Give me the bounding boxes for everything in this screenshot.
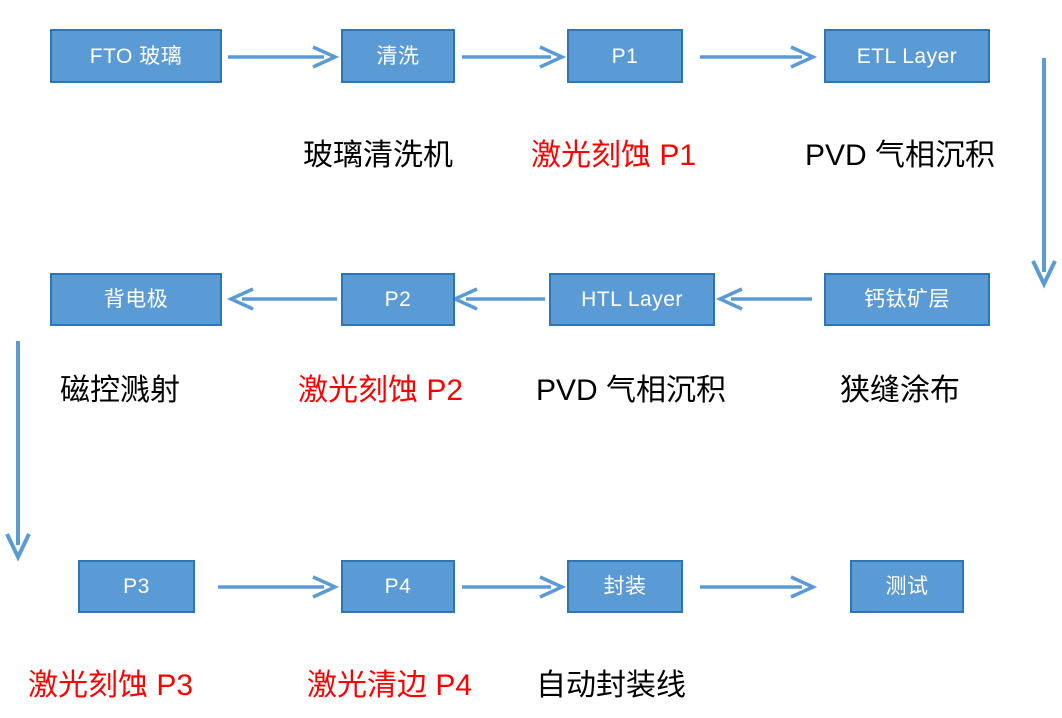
- node-p1[interactable]: P1: [567, 29, 683, 83]
- arrow-p2-to-back-electrode: [226, 287, 337, 311]
- caption-magnetron-sputtering: 磁控溅射: [60, 374, 180, 407]
- node-testing[interactable]: 测试: [850, 560, 964, 613]
- arrow-htl-to-p2: [450, 287, 545, 311]
- arrow-encapsulation-to-test: [700, 575, 818, 599]
- node-p2[interactable]: P2: [341, 273, 455, 326]
- node-perovskite-layer[interactable]: 钙钛矿层: [824, 273, 990, 326]
- arrow-perovskite-to-htl: [715, 287, 812, 311]
- node-cleaning[interactable]: 清洗: [341, 29, 455, 83]
- node-encapsulation[interactable]: 封装: [567, 560, 683, 613]
- caption-laser-edge-p4: 激光清边 P4: [307, 669, 473, 702]
- caption-pvd-1: PVD 气相沉积: [805, 139, 996, 172]
- caption-pvd-2: PVD 气相沉积: [536, 374, 727, 407]
- caption-glass-washer: 玻璃清洗机: [303, 139, 453, 172]
- caption-laser-p2: 激光刻蚀 P2: [298, 374, 464, 407]
- caption-laser-p1: 激光刻蚀 P1: [531, 139, 697, 172]
- node-etl-layer[interactable]: ETL Layer: [824, 29, 990, 83]
- node-back-electrode[interactable]: 背电极: [50, 273, 222, 326]
- caption-slot-die-coating: 狭缝涂布: [840, 374, 960, 407]
- arrow-p1-to-etl: [700, 45, 818, 69]
- node-htl-layer[interactable]: HTL Layer: [549, 273, 715, 326]
- arrow-fto-to-cleaning: [228, 45, 340, 69]
- arrow-back-electrode-to-p3: [5, 341, 31, 562]
- node-p3[interactable]: P3: [78, 560, 195, 613]
- arrow-p4-to-encapsulation: [462, 575, 567, 599]
- node-fto-glass[interactable]: FTO 玻璃: [50, 29, 222, 83]
- node-p4[interactable]: P4: [341, 560, 455, 613]
- caption-laser-p3: 激光刻蚀 P3: [28, 669, 194, 702]
- arrow-cleaning-to-p1: [462, 45, 567, 69]
- arrow-etl-to-perovskite: [1031, 58, 1057, 289]
- arrow-p3-to-p4: [218, 575, 340, 599]
- caption-auto-encapsulation-line: 自动封装线: [536, 669, 686, 702]
